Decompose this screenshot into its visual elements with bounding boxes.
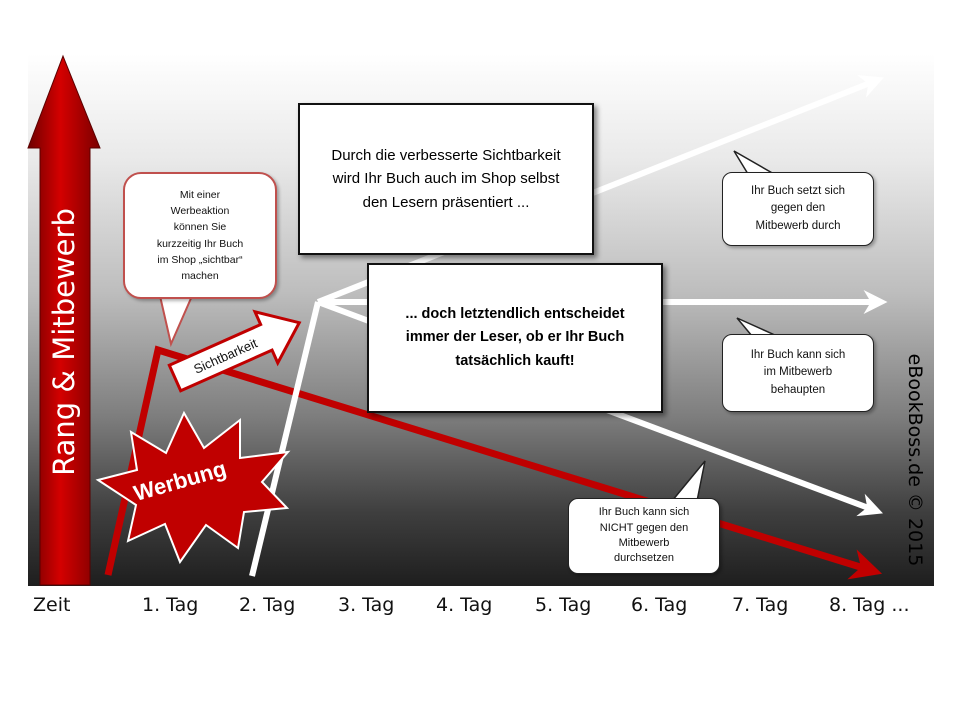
text-line: durchsetzen (614, 552, 674, 565)
text-line: Durch die verbesserte Sichtbarkeit (331, 147, 561, 165)
text-line: machen (181, 270, 219, 283)
text-line: Ihr Buch kann sich (750, 349, 846, 362)
text-line: können Sie (173, 221, 227, 234)
text-line: Mitbewerb (618, 537, 670, 549)
text-line: Ihr Buch setzt sich (751, 185, 845, 198)
bubble-hold: Ihr Buch kann sich im Mitbewerb behaupte… (722, 334, 874, 412)
text-line: im Shop „sichtbar“ (157, 253, 243, 266)
text-line: kurzzeitig Ihr Buch (156, 237, 244, 250)
red-trend-line (104, 345, 883, 580)
x-label-tag-4: 4. Tag (436, 594, 493, 616)
x-label-tag-3: 3. Tag (338, 594, 395, 616)
bubble-success: Ihr Buch setzt sich gegen den Mitbewerb … (722, 172, 874, 246)
text-line: Mit einer (179, 188, 221, 201)
text-line: immer der Leser, ob er Ihr Buch (405, 329, 625, 346)
x-label-zeit: Zeit (33, 594, 71, 616)
bubble-fail: Ihr Buch kann sich NICHT gegen den Mitbe… (568, 498, 720, 574)
text-line: wird Ihr Buch auch im Shop selbst (332, 170, 560, 188)
text-line: gegen den (770, 202, 826, 215)
text-line: im Mitbewerb (763, 366, 833, 379)
y-axis-arrow (27, 54, 101, 586)
text-line: ... doch letztendlich entscheidet (405, 306, 625, 323)
text-line: Werbeaktion (170, 204, 230, 217)
text-line: behaupten (770, 383, 826, 396)
y-axis-label: Rang & Mitbewerb (47, 208, 81, 476)
text-line: Ihr Buch kann sich (598, 506, 690, 519)
callout-reader-decides: ... doch letztendlich entscheidet immer … (367, 263, 663, 413)
text-line: Mitbewerb durch (755, 219, 841, 232)
white-rise-line (249, 301, 321, 577)
text-line: tatsächlich kauft! (455, 352, 575, 369)
text-line: den Lesern präsentiert ... (362, 193, 530, 211)
x-label-tag-1: 1. Tag (142, 594, 199, 616)
red-bubble-tail (158, 295, 194, 348)
x-label-tag-2: 2. Tag (239, 594, 296, 616)
red-speech-bubble: Mit einer Werbeaktion können Sie kurzzei… (123, 172, 277, 299)
text-line: NICHT gegen den (599, 521, 689, 534)
werbung-starburst: Werbung (95, 410, 291, 565)
x-label-tag-8: 8. Tag ... (829, 594, 910, 616)
x-label-tag-6: 6. Tag (631, 594, 688, 616)
bubble-up-tail (733, 150, 777, 175)
x-label-tag-5: 5. Tag (535, 594, 592, 616)
copyright-text: eBookBoss.de © 2015 (904, 353, 926, 567)
x-label-tag-7: 7. Tag (732, 594, 789, 616)
bubble-down-tail (670, 460, 706, 502)
callout-visibility: Durch die verbesserte Sichtbarkeit wird … (298, 103, 594, 255)
